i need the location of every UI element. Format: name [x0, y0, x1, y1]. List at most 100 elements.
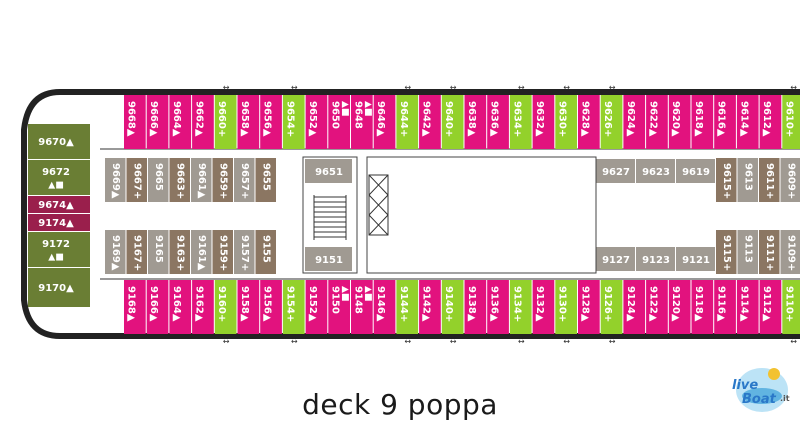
top-row-cabin-label: 9642▲	[420, 101, 431, 137]
inner-bottom-left-cabin-label: 9161▲	[196, 235, 207, 271]
top-row-cabin-label: 9648	[352, 101, 363, 129]
top-row-cabin	[782, 95, 800, 149]
inner-top-left-cabin-label: 9667+	[131, 163, 142, 199]
inner-bottom-right-cabin	[780, 230, 800, 274]
bottom-row-cabin-symbol: ▲■	[363, 286, 373, 301]
top-row-cabin-label: 9640+	[443, 101, 454, 137]
top-row-cabin-label: 9624▲	[625, 101, 636, 137]
inner-top-right-cabin	[716, 158, 737, 202]
top-connect-arrow: ↔	[450, 83, 457, 92]
top-row-cabin-label: 9638▲	[466, 101, 477, 137]
bottom-row-cabin	[124, 280, 146, 334]
stern-cabin-label: 9672	[42, 167, 70, 178]
inner-horizontal-cabin-label: 9619	[682, 167, 710, 178]
inner-top-left-cabin-label: 9659+	[217, 163, 228, 199]
inner-bottom-left-cabin	[126, 230, 147, 274]
bottom-row-cabin	[441, 280, 464, 334]
inner-bottom-left-cabin-label: 9165	[153, 235, 164, 263]
top-row-cabin-label: 9628▲	[579, 101, 590, 137]
stern-cabin-symbol: ▲■	[48, 181, 63, 191]
top-connect-arrow: ↔	[223, 83, 230, 92]
inner-horizontal-cabin-label: 9623	[642, 167, 670, 178]
top-row-cabin	[646, 95, 668, 149]
atrium-outline	[366, 156, 597, 274]
stern-cabin-label: 9174▲	[38, 218, 74, 229]
top-row-cabin-label: 9650	[330, 101, 341, 129]
inner-bottom-left-cabin	[148, 230, 169, 274]
inner-horizontal-cabin-label: 9127	[602, 255, 630, 266]
top-row-cabin-label: 9652▲	[307, 101, 318, 137]
top-row-cabin	[600, 95, 623, 149]
top-row-cabin	[532, 95, 555, 149]
top-row-cabin-label: 9614▲	[738, 101, 749, 137]
inner-top-left-cabin	[255, 158, 276, 202]
top-row-cabin-label: 9626+	[602, 101, 613, 137]
bottom-row-cabin-label: 9164▲	[171, 286, 182, 322]
bottom-row-cabin-label: 9136▲	[489, 286, 500, 322]
inner-bottom-right-cabin-label: 9115+	[721, 235, 732, 271]
top-row-cabin-symbol: ▲■	[340, 101, 350, 116]
bottom-row-cabin	[532, 280, 555, 334]
bottom-row-cabin-label: 9134+	[511, 286, 522, 322]
inner-bottom-left-cabin	[234, 230, 255, 274]
stern-cabin-label: 9674▲	[38, 200, 74, 211]
top-row-cabin-label: 9636▲	[489, 101, 500, 137]
hull-outline	[21, 89, 800, 339]
elevator-shaft	[368, 174, 389, 236]
inner-bottom-right-cabin-label: 9109+	[785, 235, 796, 271]
bottom-row-cabin	[578, 280, 600, 334]
inner-horizontal-cabin-label: 9151	[315, 255, 343, 266]
bottom-row-cabin	[396, 280, 419, 334]
top-row-cabin-label: 9658▲	[239, 101, 250, 137]
top-row-cabin-label: 9620▲	[670, 101, 681, 137]
inner-top-right-cabin	[780, 158, 800, 202]
staircase-outline	[302, 156, 358, 274]
inner-horizontal-cabin	[596, 159, 635, 183]
bottom-row-cabin-label: 9150	[330, 286, 341, 314]
top-row-cabin	[169, 95, 192, 149]
top-row-cabin-label: 9616▲	[716, 101, 727, 137]
inner-top-left-cabin	[191, 158, 212, 202]
top-row-cabin	[487, 95, 509, 149]
top-row-cabin-label: 9618▲	[693, 101, 704, 137]
inner-horizontal-cabin	[636, 247, 675, 271]
top-row-cabin	[328, 95, 350, 149]
top-row-cabin	[464, 95, 487, 149]
bottom-row-cabin-label: 9128▲	[579, 286, 590, 322]
bottom-row-cabin	[464, 280, 487, 334]
top-connect-arrow: ↔	[518, 83, 525, 92]
inner-top-left-cabin-label: 9655	[260, 163, 271, 191]
bottom-row-cabin-label: 9156▲	[262, 286, 273, 322]
top-row-cabin-label: 9666▲	[148, 101, 159, 137]
top-connect-arrow: ↔	[790, 83, 797, 92]
inner-top-left-cabin	[234, 158, 255, 202]
bottom-row-cabin	[305, 280, 328, 334]
top-row-cabin	[509, 95, 532, 149]
top-row-cabin	[124, 95, 146, 149]
top-row-cabin	[373, 95, 396, 149]
bottom-row-cabin-label: 9124▲	[625, 286, 636, 322]
stern-cabin	[28, 124, 90, 159]
deck-caption: deck 9 poppa	[302, 388, 498, 421]
inner-horizontal-cabin-label: 9627	[602, 167, 630, 178]
bottom-row-cabin-label: 9120▲	[670, 286, 681, 322]
bottom-row-cabin-label: 9154+	[284, 286, 295, 322]
inner-top-left-cabin	[126, 158, 147, 202]
top-row-cabin	[555, 95, 577, 149]
inner-bottom-right-cabin	[759, 230, 780, 274]
bottom-row-cabin	[192, 280, 214, 334]
top-connect-arrow: ↔	[609, 83, 616, 92]
bottom-row-cabin-label: 9142▲	[420, 286, 431, 322]
top-row-cabin	[146, 95, 169, 149]
inner-horizontal-cabin	[305, 247, 352, 271]
top-row-cabin	[282, 95, 305, 149]
top-row-cabin-label: 9630+	[557, 101, 568, 137]
top-row-cabin	[441, 95, 464, 149]
bottom-row-cabin-label: 9116▲	[716, 286, 727, 322]
bottom-row-cabin	[600, 280, 623, 334]
bottom-row-cabin	[282, 280, 305, 334]
bottom-row-cabin-label: 9146▲	[375, 286, 386, 322]
inner-horizontal-cabin	[596, 247, 635, 271]
inner-top-right-cabin-label: 9609+	[785, 163, 796, 199]
